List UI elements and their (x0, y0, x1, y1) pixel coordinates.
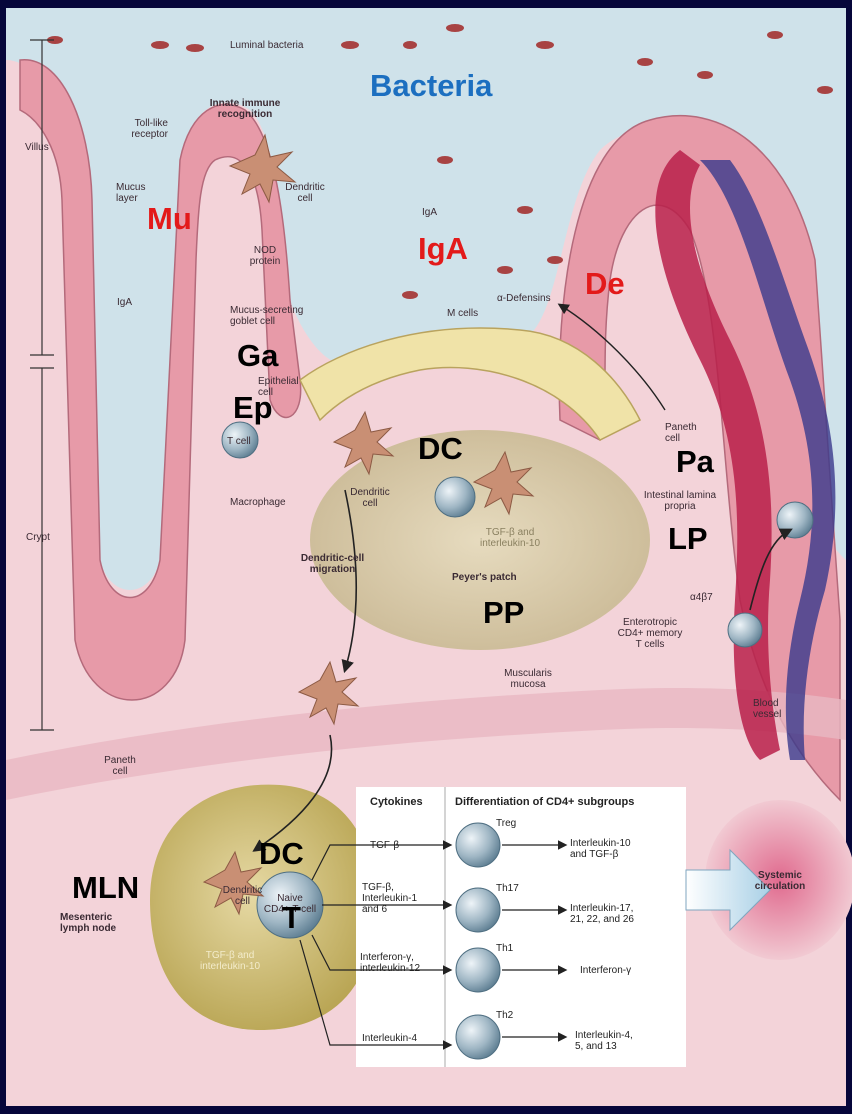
treg-cell (456, 823, 500, 867)
dendritic-cell-mid-label: Dendritic cell (340, 487, 400, 509)
alpha-defensins-label: α-Defensins (497, 293, 551, 304)
goblet-cell-label: Mucus-secreting goblet cell (230, 305, 303, 327)
table-row-1-product: Interleukin-17, 21, 22, and 26 (570, 903, 634, 925)
overlay-dc-bottom: DC (259, 838, 304, 869)
table-row-3-subset: Th2 (496, 1010, 513, 1021)
table-row-1-subset: Th17 (496, 883, 519, 894)
overlay-lp: LP (668, 523, 708, 554)
pp-t-cell (435, 477, 475, 517)
iga-crypt-label: IgA (117, 297, 132, 308)
table-row-2-product: Interferon-γ (580, 965, 631, 976)
lp-t-cell-upper (777, 502, 813, 538)
overlay-ep: Ep (233, 392, 273, 423)
systemic-circulation-label: Systemic circulation (735, 870, 825, 892)
table-header-cytokines: Cytokines (370, 796, 423, 808)
overlay-mln: MLN (72, 872, 139, 903)
overlay-pa: Pa (676, 446, 714, 477)
overlay-dc-top: DC (418, 433, 463, 464)
th2-cell (456, 1015, 500, 1059)
innate-immune-recognition-label: Innate immune recognition (200, 98, 290, 120)
toll-like-receptor-label: Toll-like receptor (92, 118, 168, 140)
table-row-3-cytokine: Interleukin-4 (362, 1033, 417, 1044)
table-row-2-cytokine: Interferon-γ, interleukin-12 (360, 952, 420, 974)
tgf-il10-pp-label: TGF-β and interleukin-10 (465, 527, 555, 549)
overlay-mu: Mu (147, 203, 192, 234)
th17-cell (456, 888, 500, 932)
lamina-propria-label: Intestinal lamina propria (630, 490, 730, 512)
muscularis-mucosa-label: Muscularis mucosa (493, 668, 563, 690)
tgf-il10-ln-label: TGF-β and interleukin-10 (180, 950, 280, 972)
villus-label: Villus (25, 142, 49, 153)
paneth-cell-right-label: Paneth cell (665, 422, 697, 444)
blood-vessel-label: Blood vessel (753, 698, 781, 720)
mucus-layer-label: Mucus layer (116, 182, 145, 204)
peyers-patch-label: Peyer's patch (452, 572, 517, 583)
mesenteric-lymph-node-label: Mesenteric lymph node (60, 912, 116, 934)
paneth-cell-bottom-label: Paneth cell (95, 755, 145, 777)
table-row-3-product: Interleukin-4, 5, and 13 (575, 1030, 633, 1052)
t-cell-label: T cell (227, 436, 251, 447)
iga-lumen-label: IgA (422, 207, 437, 218)
table-row-2-subset: Th1 (496, 943, 513, 954)
overlay-ga: Ga (237, 340, 278, 371)
table-row-1-cytokine: TGF-β, Interleukin-1 and 6 (362, 882, 417, 915)
table-row-0-subset: Treg (496, 818, 516, 829)
nod-protein-label: NOD protein (240, 245, 290, 267)
dendritic-cell-migration-label: Dendritic-cell migration (285, 553, 380, 575)
table-header-differentiation: Differentiation of CD4+ subgroups (455, 796, 634, 808)
lp-t-cell-lower (728, 613, 762, 647)
macrophage-label: Macrophage (230, 497, 286, 508)
table-row-0-cytokine: TGF-β (370, 840, 399, 851)
luminal-bacteria-label: Luminal bacteria (230, 40, 303, 51)
m-cells-label: M cells (447, 308, 478, 319)
table-row-0-product: Interleukin-10 and TGF-β (570, 838, 631, 860)
cytokine-table-panel (356, 787, 686, 1067)
dendritic-cell-top-label: Dendritic cell (275, 182, 335, 204)
crypt-label: Crypt (26, 532, 50, 543)
overlay-bacteria: Bacteria (370, 70, 492, 101)
enterotropic-cd4-label: Enterotropic CD4+ memory T cells (610, 617, 690, 650)
overlay-pp: PP (483, 597, 524, 628)
overlay-t: T (282, 902, 301, 933)
overlay-de: De (585, 268, 625, 299)
overlay-iga: IgA (418, 233, 468, 264)
th1-cell (456, 948, 500, 992)
integrin-label: α4β7 (690, 592, 713, 603)
